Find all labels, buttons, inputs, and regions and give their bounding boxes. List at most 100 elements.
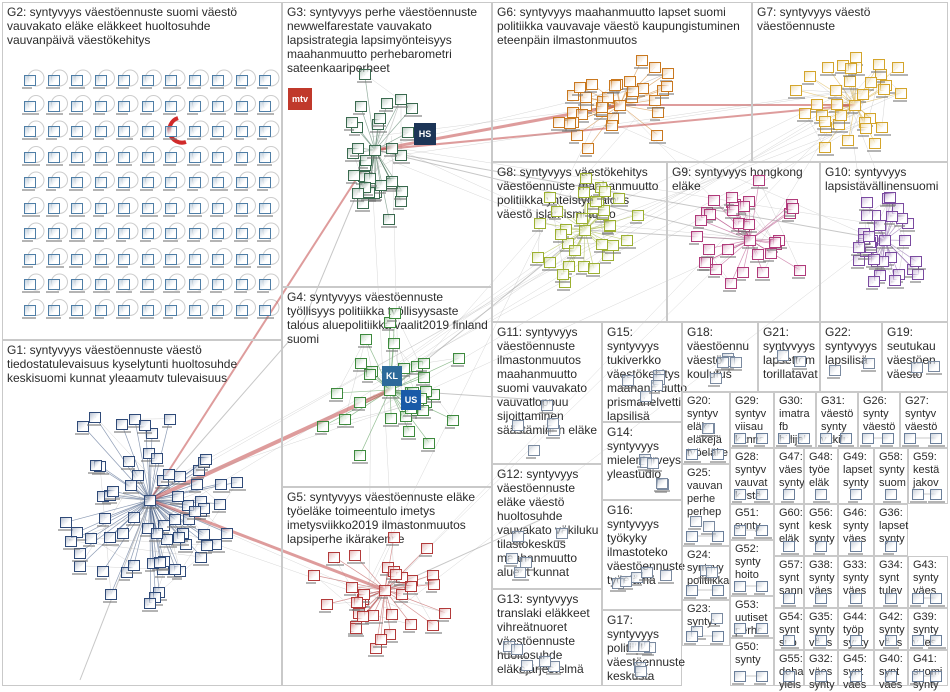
g7-node[interactable] (873, 59, 885, 70)
g1-node[interactable] (189, 506, 201, 517)
g7-node[interactable] (819, 116, 831, 127)
g2-node[interactable] (48, 177, 60, 188)
g2-node[interactable] (189, 101, 201, 112)
g8-node[interactable] (588, 263, 600, 274)
g4-node[interactable] (447, 415, 459, 426)
g2-node[interactable] (212, 101, 224, 112)
g2-node[interactable] (212, 203, 224, 214)
g1-node[interactable] (90, 460, 102, 471)
g4-node[interactable] (331, 388, 343, 399)
g3-node[interactable] (359, 69, 371, 80)
g1-node[interactable] (174, 471, 186, 482)
g2-node[interactable] (142, 101, 154, 112)
g2-node[interactable] (24, 254, 36, 265)
g6-node[interactable] (627, 86, 639, 97)
g1-node[interactable] (172, 491, 184, 502)
g2-node[interactable] (236, 254, 248, 265)
g8-node[interactable] (555, 229, 567, 240)
g2-node[interactable] (118, 152, 130, 163)
g54-node[interactable] (783, 635, 795, 646)
g52-node[interactable] (756, 581, 768, 592)
g7-node[interactable] (835, 110, 847, 121)
g53-node[interactable] (734, 623, 746, 634)
g35-node[interactable] (815, 635, 827, 646)
g7-node[interactable] (878, 84, 890, 95)
g2-node[interactable] (71, 279, 83, 290)
g2-node[interactable] (142, 152, 154, 163)
g2-node[interactable] (142, 75, 154, 86)
g3-node[interactable] (348, 170, 360, 181)
g8-node[interactable] (604, 220, 616, 231)
g17-node[interactable] (638, 641, 650, 652)
g2-node[interactable] (48, 75, 60, 86)
g18-node[interactable] (717, 357, 729, 368)
g2-node[interactable] (48, 126, 60, 137)
g2-node[interactable] (71, 203, 83, 214)
g1-node[interactable] (107, 486, 119, 497)
g7-node[interactable] (799, 108, 811, 119)
g15-node[interactable] (651, 380, 663, 391)
g4-node[interactable] (388, 338, 400, 349)
g3-node[interactable] (383, 214, 395, 225)
g1-node[interactable] (221, 528, 233, 539)
g2-node[interactable] (189, 279, 201, 290)
g47-node[interactable] (783, 489, 795, 500)
g2-node[interactable] (95, 279, 107, 290)
g20-node[interactable] (702, 423, 714, 434)
g1-node[interactable] (104, 532, 116, 543)
g2-node[interactable] (48, 305, 60, 316)
g41-node[interactable] (912, 671, 924, 682)
g1-node[interactable] (154, 557, 166, 568)
g2-node[interactable] (165, 279, 177, 290)
g1-node[interactable] (116, 419, 128, 430)
g1-node[interactable] (99, 513, 111, 524)
g4-hub-node[interactable] (384, 385, 396, 396)
g22-node[interactable] (829, 365, 841, 376)
g46-node[interactable] (850, 541, 862, 552)
g2-node[interactable] (142, 177, 154, 188)
g5-node[interactable] (421, 543, 433, 554)
g39-node[interactable] (912, 635, 924, 646)
g2-node[interactable] (24, 305, 36, 316)
g40-node[interactable] (885, 671, 897, 682)
g49-node[interactable] (850, 489, 862, 500)
g2-node[interactable] (95, 152, 107, 163)
g59-node[interactable] (912, 489, 924, 500)
g9-node[interactable] (787, 203, 799, 214)
g59-node[interactable] (930, 489, 942, 500)
g4-node[interactable] (423, 438, 435, 449)
g2-node[interactable] (189, 126, 201, 137)
g7-node[interactable] (804, 71, 816, 82)
g10-node[interactable] (861, 197, 873, 208)
g2-node[interactable] (165, 75, 177, 86)
g27-node[interactable] (904, 433, 916, 444)
g9-node[interactable] (738, 201, 750, 212)
g6-node[interactable] (649, 62, 661, 73)
g5-node[interactable] (390, 569, 402, 580)
g3-node[interactable] (402, 127, 414, 138)
g4-node[interactable] (360, 334, 372, 345)
g2-node[interactable] (24, 228, 36, 239)
g19-node[interactable] (928, 361, 940, 372)
g10-node[interactable] (868, 276, 880, 287)
g1-node[interactable] (200, 454, 212, 465)
g7-node[interactable] (860, 123, 872, 134)
g2-node[interactable] (48, 152, 60, 163)
g2-node[interactable] (95, 305, 107, 316)
g7-node[interactable] (892, 62, 904, 73)
g14-node[interactable] (656, 478, 668, 489)
g2-node[interactable] (259, 152, 271, 163)
g2-node[interactable] (189, 152, 201, 163)
g50-node[interactable] (734, 671, 746, 682)
g4-node[interactable] (355, 358, 367, 369)
g2-node[interactable] (212, 254, 224, 265)
g20-node[interactable] (712, 449, 724, 460)
g7-node[interactable] (865, 77, 877, 88)
g2-node[interactable] (48, 228, 60, 239)
g7-node[interactable] (831, 99, 843, 110)
g1-node[interactable] (60, 517, 72, 528)
g10-node[interactable] (884, 192, 896, 203)
g2-node[interactable] (24, 177, 36, 188)
g45-node[interactable] (850, 671, 862, 682)
g5-hub-node[interactable] (379, 585, 391, 596)
